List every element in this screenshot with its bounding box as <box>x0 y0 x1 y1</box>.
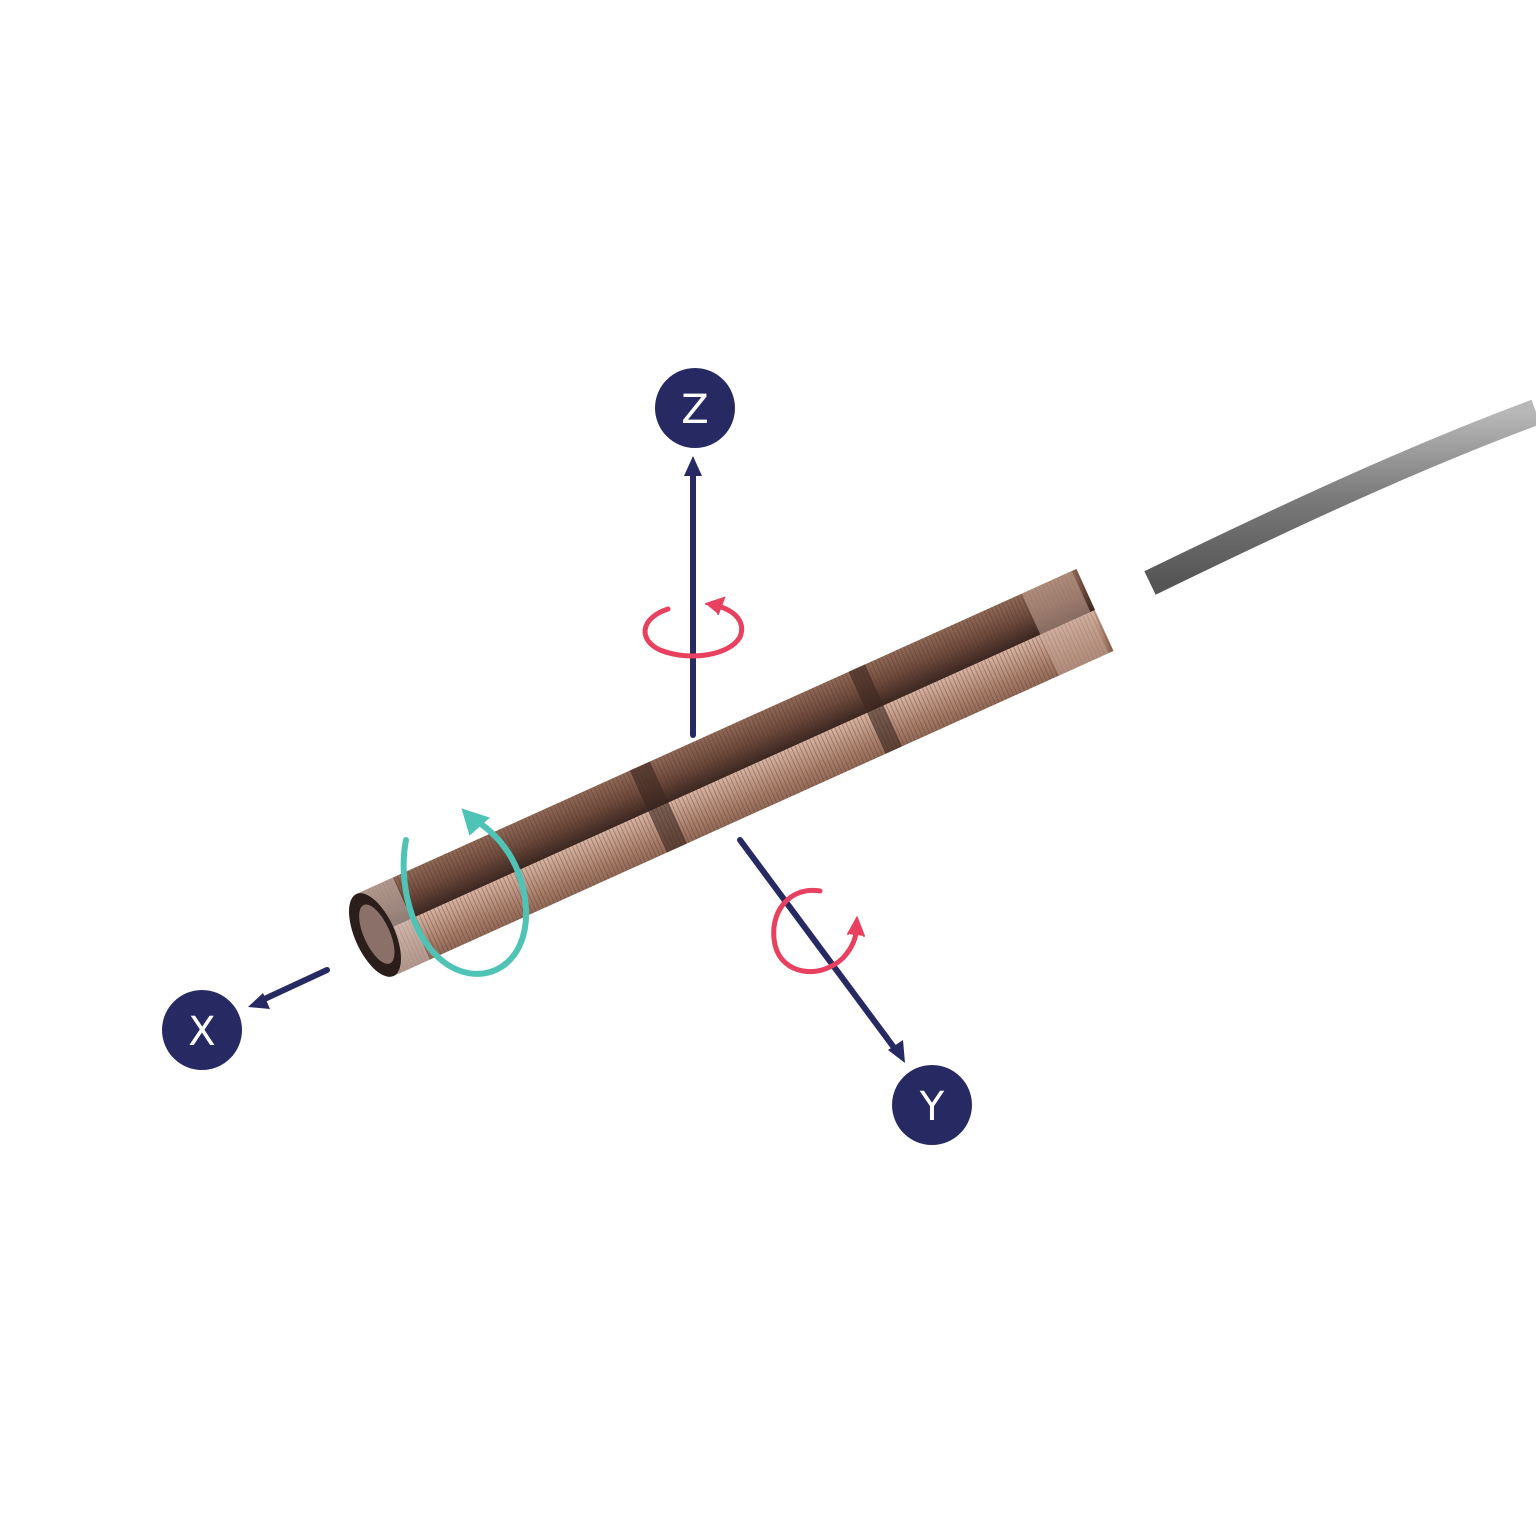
y-axis-label: Y <box>919 1084 945 1130</box>
sensor-cable <box>1144 399 1536 595</box>
y-axis-badge: Y <box>892 1065 972 1145</box>
x-rotation-icon <box>400 808 530 977</box>
sensor-coil-body <box>349 568 1114 977</box>
x-axis-arrow <box>255 967 330 1005</box>
z-rotation-icon <box>642 596 744 659</box>
x-axis-badge: X <box>162 990 242 1070</box>
y-rotation-icon <box>771 887 865 974</box>
z-axis-label: Z <box>681 387 708 433</box>
y-arrowhead-icon <box>888 1040 905 1063</box>
y-axis-arrow <box>737 837 901 1056</box>
z-arrowhead-icon <box>684 456 702 476</box>
x-arrowhead-icon <box>248 993 270 1009</box>
z-axis-badge: Z <box>655 368 735 448</box>
x-axis-label: X <box>188 1009 215 1055</box>
